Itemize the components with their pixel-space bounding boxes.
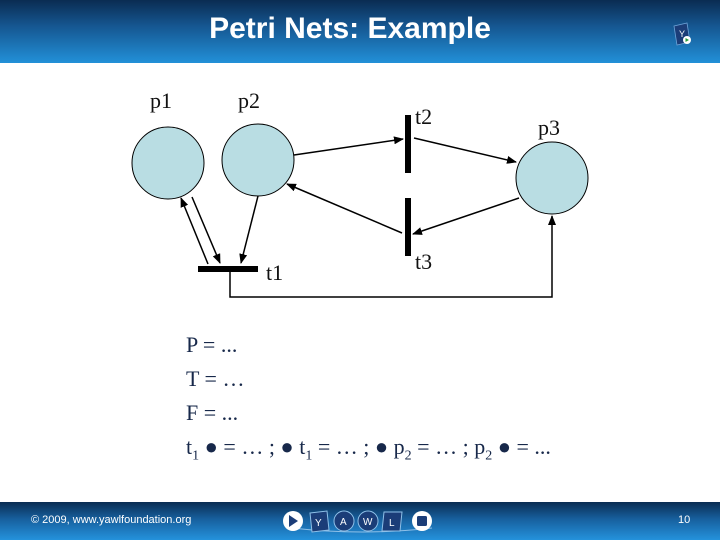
definition-T-lhs: T (186, 366, 200, 391)
yawl-letter-a-icon: A (333, 510, 355, 532)
place-p3 (515, 141, 589, 215)
svg-text:L: L (389, 518, 395, 529)
subscript: 2 (404, 448, 412, 464)
definition-T-rhs: = … (204, 366, 245, 391)
definition-presets-postsets: t1 ● = … ; ● t1 = … ; ● p2 = … ; p2 ● = … (186, 434, 551, 464)
definition-F-lhs: F (186, 400, 199, 425)
copyright-text: © 2009, www.yawlfoundation.org (31, 514, 192, 526)
petri-net-diagram: p1 p2 p3 t1 t2 t3 (0, 63, 720, 323)
transition-label-t2: t2 (415, 104, 433, 129)
subscript: 1 (192, 448, 200, 464)
arc-t1-p1 (180, 197, 209, 265)
subscript: 2 (485, 448, 493, 464)
definition-P-rhs: = ... (202, 332, 238, 357)
transition-t1 (198, 266, 258, 272)
place-label-p1: p1 (150, 88, 172, 113)
svg-text:W: W (363, 517, 373, 528)
definition-T: T = … (186, 366, 244, 392)
arc-t1-p3 (229, 215, 556, 298)
slide-header: Petri Nets: Example Y (0, 0, 720, 63)
arc-p2-t2 (293, 136, 404, 156)
slide-footer: © 2009, www.yawlfoundation.org Y A W L 1… (0, 502, 720, 540)
petri-net-graph (131, 115, 589, 298)
t1-symbol: t (299, 434, 306, 459)
place-p1 (131, 126, 205, 200)
p2-symbol: p (474, 434, 486, 459)
arc-p2-t1 (239, 195, 259, 264)
place-label-p2: p2 (238, 88, 260, 113)
preset-t1-text: = … ; ● (312, 434, 394, 459)
definition-F: F = ... (186, 400, 238, 426)
arc-t2-p3 (413, 137, 517, 164)
transition-t2 (405, 115, 411, 173)
definition-F-rhs: = ... (203, 400, 239, 425)
definition-P-lhs: P (186, 332, 198, 357)
svg-text:Y: Y (679, 29, 685, 39)
yawl-nav-bar: Y A W L (283, 510, 433, 533)
yawl-letter-l-icon: L (381, 511, 403, 532)
arc-p1-t1 (191, 196, 221, 264)
svg-text:A: A (340, 517, 347, 528)
transition-label-t3: t3 (415, 249, 433, 274)
postset-t1-text: ● = … ; ● (199, 434, 300, 459)
yawl-letter-w-icon: W (357, 510, 379, 532)
arc-p3-t3 (412, 197, 520, 235)
place-p2 (221, 123, 295, 197)
transition-label-t1: t1 (266, 260, 284, 285)
slide-title: Petri Nets: Example (209, 12, 491, 45)
yawl-logo-icon: Y (673, 22, 691, 46)
stop-button-icon[interactable] (412, 511, 432, 531)
svg-text:Y: Y (315, 518, 322, 529)
t1-symbol: t (186, 434, 193, 459)
p2-symbol: p (393, 434, 405, 459)
definition-P: P = ... (186, 332, 237, 358)
place-label-p3: p3 (538, 115, 560, 140)
play-button-icon[interactable] (283, 511, 303, 531)
postset-p2-text: ● = ... (492, 434, 551, 459)
subscript: 1 (305, 448, 313, 464)
yawl-letter-y-icon: Y (309, 510, 330, 533)
transition-t3 (405, 198, 411, 256)
preset-p2-text: = … ; (411, 434, 475, 459)
page-number: 10 (678, 514, 691, 526)
arc-t3-p2 (286, 183, 403, 234)
